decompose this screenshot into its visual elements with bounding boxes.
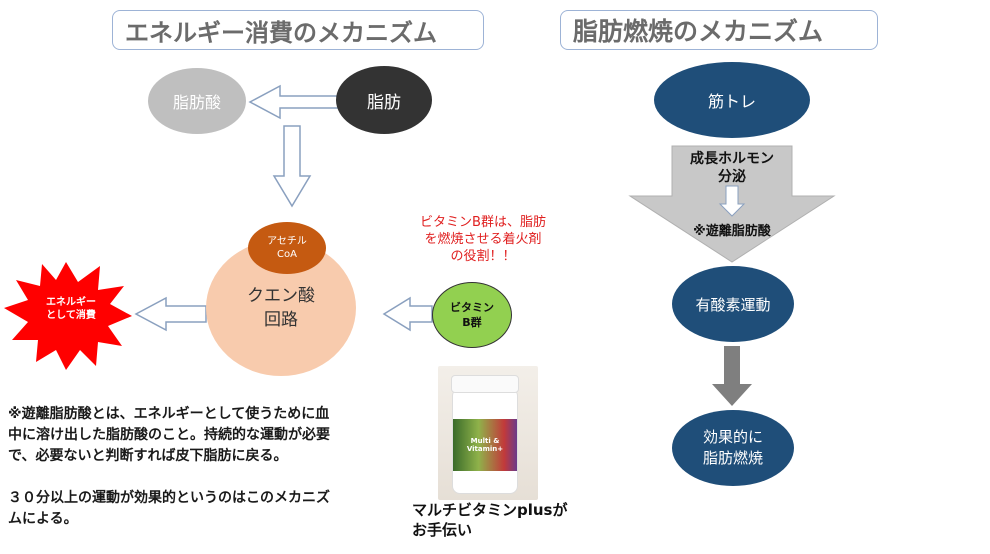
multivitamin-product-image: Multi & Vitamin+ bbox=[438, 366, 538, 500]
product-bottle: Multi & Vitamin+ bbox=[451, 375, 519, 494]
arrow-fat-to-fattyacid bbox=[248, 84, 341, 120]
free-fatty-acid-explanation: ※遊離脂肪酸とは、エネルギーとして使うために血 中に溶け出した脂肪酸のこと。持続… bbox=[8, 406, 330, 464]
aerobic-exercise-circle: 有酸素運動 bbox=[672, 266, 794, 342]
arrow-cycle-to-energy bbox=[134, 296, 207, 332]
small-down-arrow bbox=[718, 185, 746, 217]
product-caption: マルチビタミンplusが お手伝い bbox=[412, 501, 568, 539]
acetyl-coa-circle: アセチル CoA bbox=[248, 222, 326, 274]
effective-fat-burn-circle: 効果的に 脂肪燃焼 bbox=[672, 410, 794, 486]
product-label-band: Multi & Vitamin+ bbox=[453, 419, 517, 471]
energy-starburst-label: エネルギー として消費 bbox=[46, 297, 96, 321]
arrow-fattyacid-down bbox=[272, 125, 312, 208]
free-fatty-acid-label: ※遊離脂肪酸 bbox=[693, 224, 771, 239]
right-title: 脂肪燃焼のメカニズム bbox=[560, 10, 878, 50]
thirty-minutes-note: ３０分以上の運動が効果的というのはこのメカニズ ムによる。 bbox=[8, 490, 330, 527]
fat-circle: 脂肪 bbox=[336, 66, 432, 134]
growth-hormone-label: 成長ホルモン 分泌 bbox=[690, 151, 774, 185]
vitamin-b-circle: ビタミン B群 bbox=[432, 282, 512, 348]
left-title: エネルギー消費のメカニズム bbox=[112, 10, 484, 50]
muscle-training-circle: 筋トレ bbox=[654, 62, 810, 138]
vitamin-note: ビタミンB群は、脂肪 を燃焼させる着火剤 の役割！！ bbox=[420, 215, 546, 264]
arrow-vitamin-to-cycle bbox=[382, 296, 433, 332]
arrow-aerobic-to-effective bbox=[712, 346, 752, 406]
product-label-text: Multi & Vitamin+ bbox=[466, 437, 504, 453]
fatty-acid-circle: 脂肪酸 bbox=[148, 68, 246, 134]
product-bottle-cap bbox=[451, 375, 519, 393]
energy-starburst bbox=[4, 262, 132, 370]
